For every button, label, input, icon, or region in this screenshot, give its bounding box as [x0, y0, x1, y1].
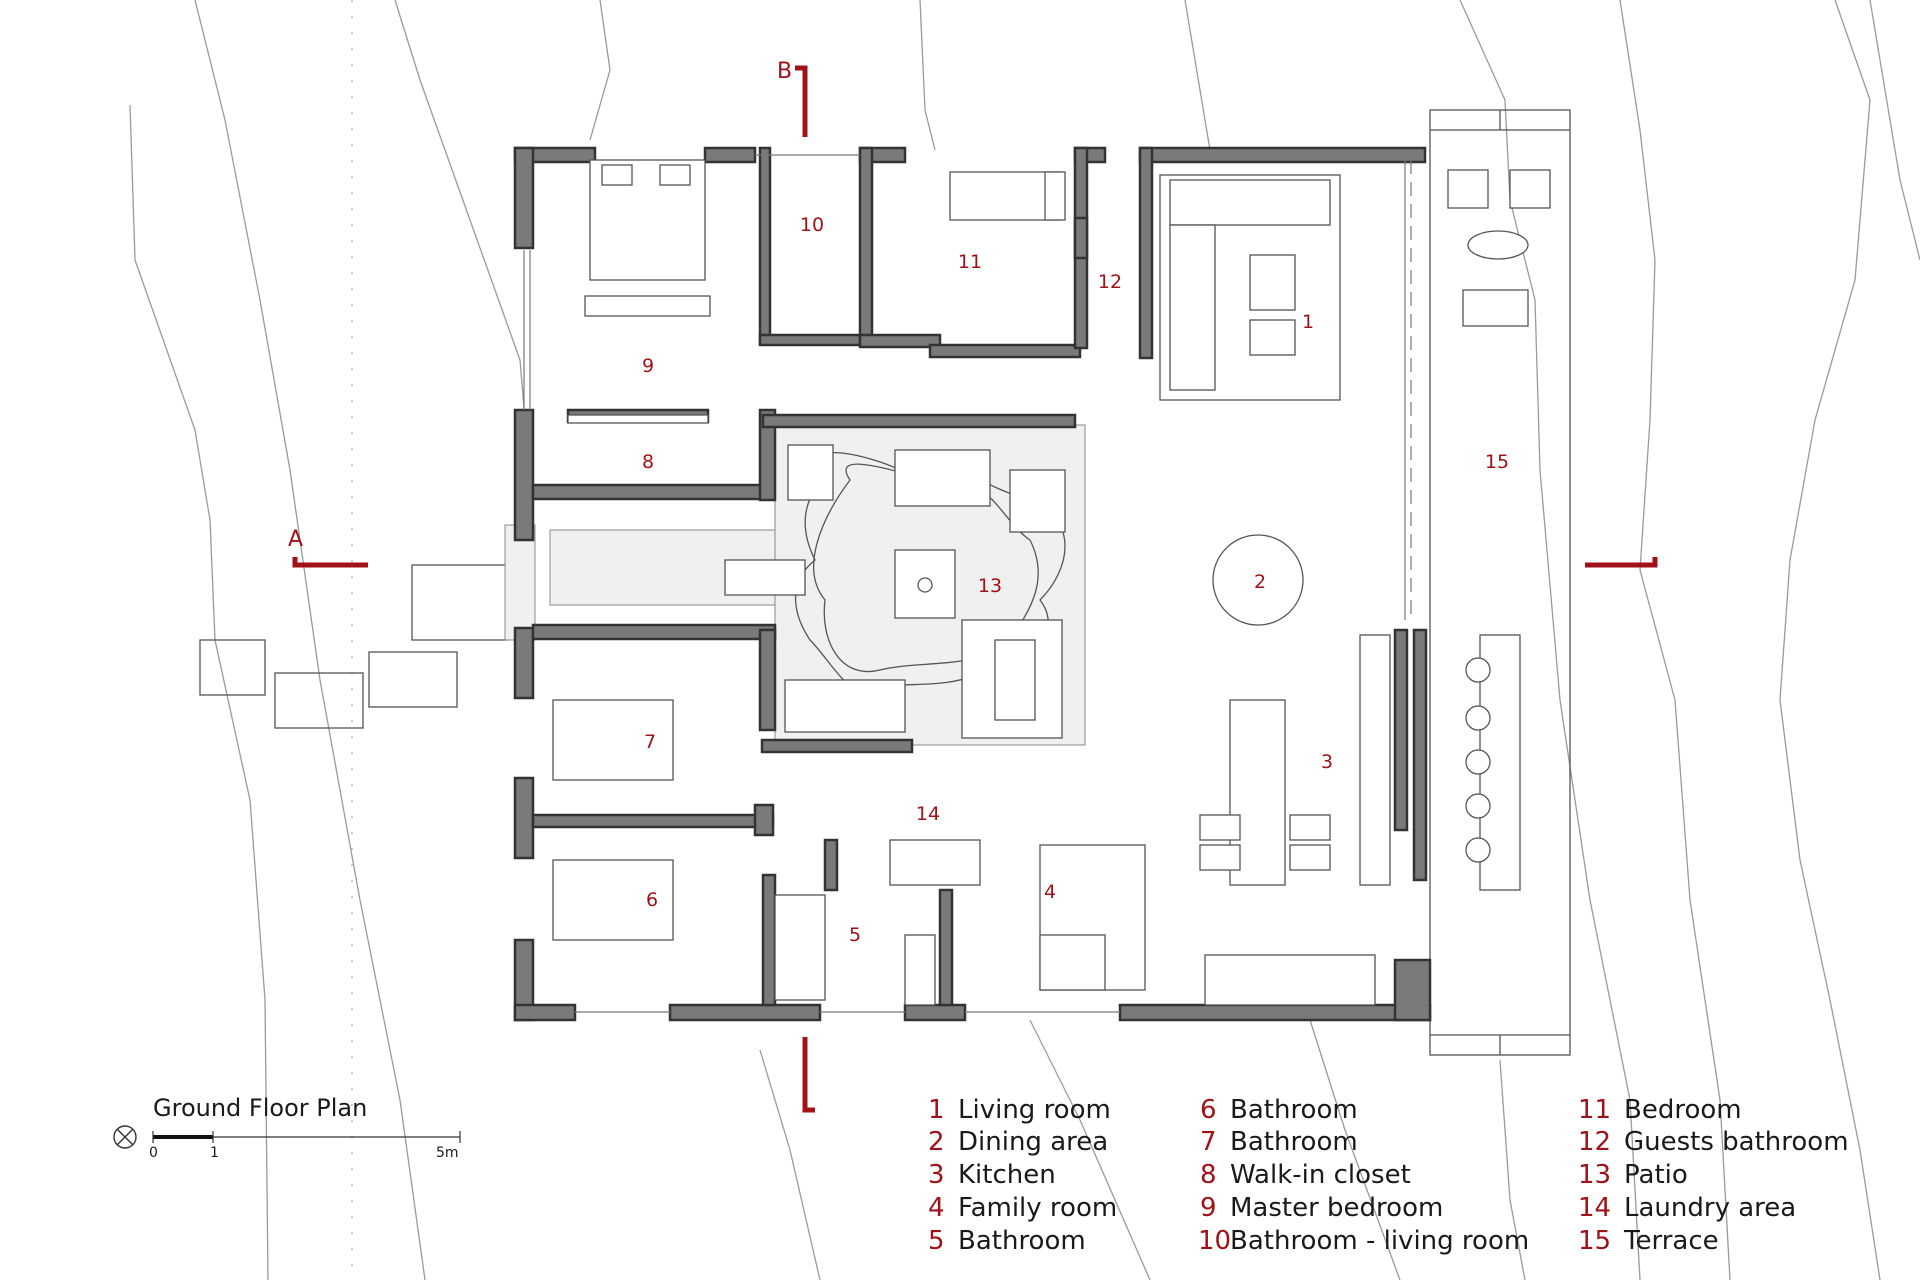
room-number-14: 14: [916, 803, 940, 825]
room-number-10: 10: [800, 214, 824, 236]
legend-num-9: 9: [1200, 1193, 1217, 1223]
legend-num-11: 11: [1578, 1095, 1611, 1125]
room-number-4: 4: [1044, 881, 1056, 903]
legend-num-14: 14: [1578, 1193, 1611, 1223]
room-number-9: 9: [642, 355, 654, 377]
legend-num-4: 4: [928, 1193, 945, 1223]
walls: [513, 146, 1432, 1022]
legend-num-15: 15: [1578, 1226, 1611, 1256]
legend-label-3: Kitchen: [958, 1160, 1056, 1190]
plan-title-block: Ground Floor Plan 0 1 5m: [113, 1094, 461, 1161]
room-number-2: 2: [1254, 571, 1266, 593]
scale-bar: 0 1 5m: [149, 1131, 461, 1161]
legend-num-7: 7: [1200, 1127, 1217, 1157]
room-number-8: 8: [642, 451, 654, 473]
legend-label-14: Laundry area: [1624, 1193, 1796, 1223]
scale-label-1: 1: [210, 1145, 219, 1161]
legend-label-13: Patio: [1624, 1160, 1688, 1190]
room-number-6: 6: [646, 889, 658, 911]
room-legend: 1 Living room 2 Dining area 3 Kitchen 4 …: [928, 1095, 1849, 1256]
legend-label-12: Guests bathroom: [1624, 1127, 1849, 1157]
room-number-13: 13: [978, 575, 1002, 597]
legend-num-1: 1: [928, 1095, 945, 1125]
furniture: [552, 159, 1391, 1006]
section-label-b: B: [777, 59, 792, 84]
legend-label-10: Bathroom - living room: [1230, 1226, 1529, 1256]
legend-label-15: Terrace: [1623, 1226, 1719, 1256]
north-symbol-icon: [113, 1125, 137, 1149]
legend-label-8: Walk-in closet: [1230, 1160, 1411, 1190]
legend-num-3: 3: [928, 1160, 945, 1190]
room-number-15: 15: [1485, 451, 1509, 473]
terrain-contours: [129, 0, 1920, 1280]
section-markers: A B: [288, 59, 1658, 1113]
legend-label-11: Bedroom: [1624, 1095, 1742, 1125]
legend-label-9: Master bedroom: [1230, 1193, 1443, 1223]
room-number-3: 3: [1321, 751, 1333, 773]
legend-num-2: 2: [928, 1127, 945, 1157]
room-number-12: 12: [1098, 271, 1122, 293]
plan-title: Ground Floor Plan: [153, 1094, 367, 1122]
stepping-stones: [199, 524, 536, 729]
scale-label-5m: 5m: [436, 1145, 459, 1161]
legend-num-10: 10: [1198, 1226, 1231, 1256]
section-label-a: A: [288, 527, 303, 552]
room-number-11: 11: [958, 251, 982, 273]
legend-label-6: Bathroom: [1230, 1095, 1358, 1125]
legend-num-8: 8: [1200, 1160, 1217, 1190]
patio: [549, 424, 1086, 746]
legend-label-1: Living room: [958, 1095, 1111, 1125]
legend-label-4: Family room: [958, 1193, 1117, 1223]
room-number-7: 7: [644, 731, 656, 753]
room-number-5: 5: [849, 924, 861, 946]
scale-label-0: 0: [149, 1145, 158, 1161]
terrace: [1429, 109, 1571, 1056]
glazing: [523, 154, 1412, 1013]
legend-label-7: Bathroom: [1230, 1127, 1358, 1157]
legend-num-13: 13: [1578, 1160, 1611, 1190]
legend-num-5: 5: [928, 1226, 945, 1256]
legend-label-5: Bathroom: [958, 1226, 1086, 1256]
legend-label-2: Dining area: [958, 1127, 1108, 1157]
legend-num-12: 12: [1578, 1127, 1611, 1157]
legend-num-6: 6: [1200, 1095, 1217, 1125]
room-labels: 1 2 3 4 5 6 7 8 9 10 11 12 13 14 15: [642, 214, 1509, 946]
room-number-1: 1: [1302, 311, 1314, 333]
